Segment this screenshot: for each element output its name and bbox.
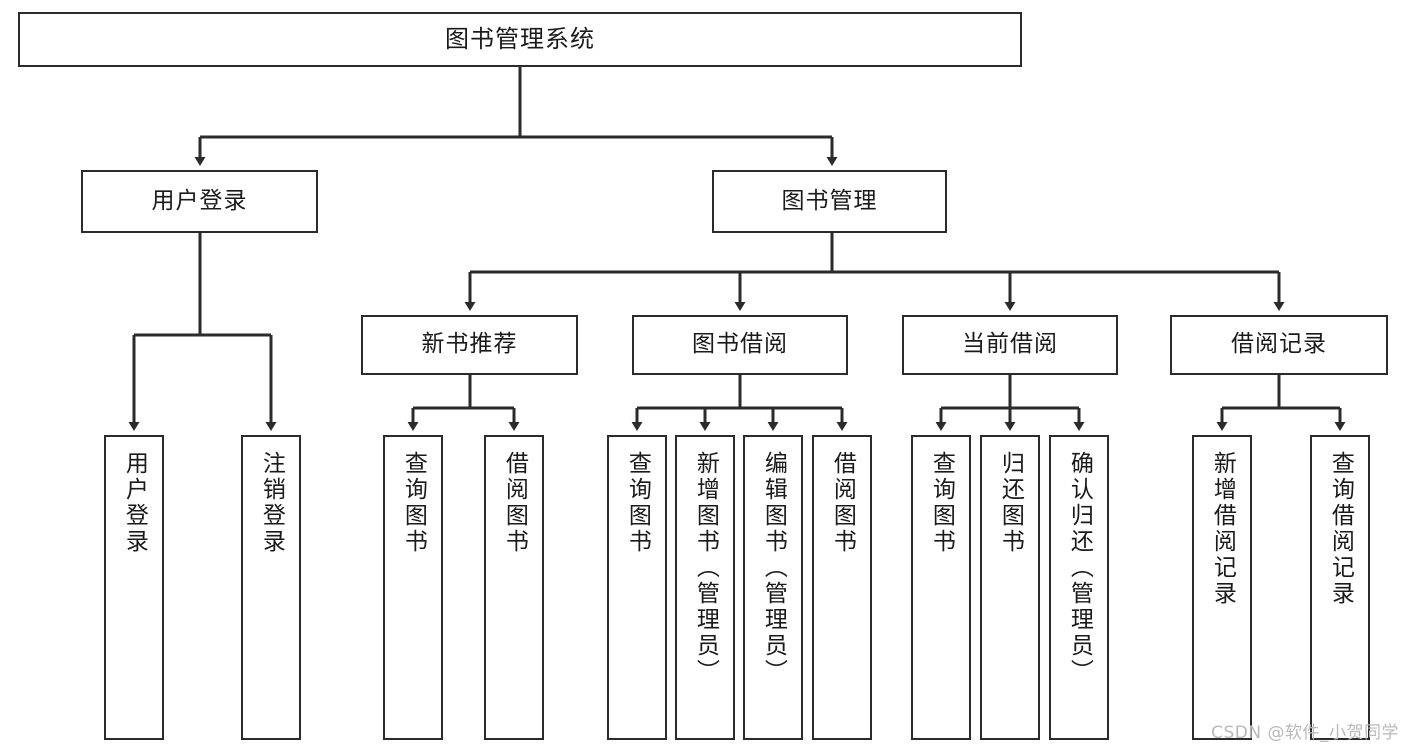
node-label: 用户登录 (121, 451, 148, 555)
node-label: 确认归还（管理员） (1066, 451, 1093, 685)
node-label: 注销登录 (258, 451, 285, 555)
node-label: 借阅图书 (829, 451, 856, 555)
node-label: 新增图书（管理员） (692, 451, 719, 685)
node-label: 图书管理 (781, 187, 878, 214)
node-label: 新书推荐 (421, 331, 518, 358)
node-root-system[interactable]: 图书管理系统 (18, 12, 1022, 67)
leaf-current-query-book[interactable]: 查询图书 (911, 435, 971, 740)
node-label: 借阅记录 (1231, 331, 1327, 358)
leaf-user-login[interactable]: 用户登录 (104, 435, 164, 740)
node-label: 查询图书 (400, 451, 427, 555)
node-label: 图书管理系统 (445, 25, 595, 54)
leaf-recommend-query-book[interactable]: 查询图书 (383, 435, 443, 740)
node-label: 用户登录 (151, 187, 248, 214)
leaf-record-add-record[interactable]: 新增借阅记录 (1192, 435, 1252, 740)
node-label: 查询借阅记录 (1327, 451, 1354, 607)
node-label: 查询图书 (624, 451, 651, 555)
leaf-borrow-edit-book[interactable]: 编辑图书（管理员） (743, 435, 803, 740)
leaf-current-return-book[interactable]: 归还图书 (980, 435, 1040, 740)
leaf-user-logout[interactable]: 注销登录 (241, 435, 301, 740)
node-label: 图书借阅 (692, 331, 788, 358)
leaf-borrow-add-book[interactable]: 新增图书（管理员） (675, 435, 735, 740)
node-label: 编辑图书（管理员） (760, 451, 787, 685)
node-book-management[interactable]: 图书管理 (712, 170, 947, 233)
node-label: 新增借阅记录 (1209, 451, 1236, 607)
leaf-current-confirm-return[interactable]: 确认归还（管理员） (1049, 435, 1109, 740)
node-user-login[interactable]: 用户登录 (81, 170, 318, 233)
node-label: 借阅图书 (501, 451, 528, 555)
node-label: 归还图书 (997, 451, 1024, 555)
node-current-borrow[interactable]: 当前借阅 (902, 315, 1118, 375)
node-label: 查询图书 (928, 451, 955, 555)
leaf-record-query-record[interactable]: 查询借阅记录 (1310, 435, 1370, 740)
node-book-borrow[interactable]: 图书借阅 (632, 315, 848, 375)
node-new-book-recommend[interactable]: 新书推荐 (361, 315, 578, 375)
node-borrow-record[interactable]: 借阅记录 (1170, 315, 1388, 375)
node-label: 当前借阅 (962, 331, 1058, 358)
leaf-recommend-borrow-book[interactable]: 借阅图书 (484, 435, 544, 740)
leaf-borrow-borrow-book[interactable]: 借阅图书 (812, 435, 872, 740)
leaf-borrow-query-book[interactable]: 查询图书 (607, 435, 667, 740)
